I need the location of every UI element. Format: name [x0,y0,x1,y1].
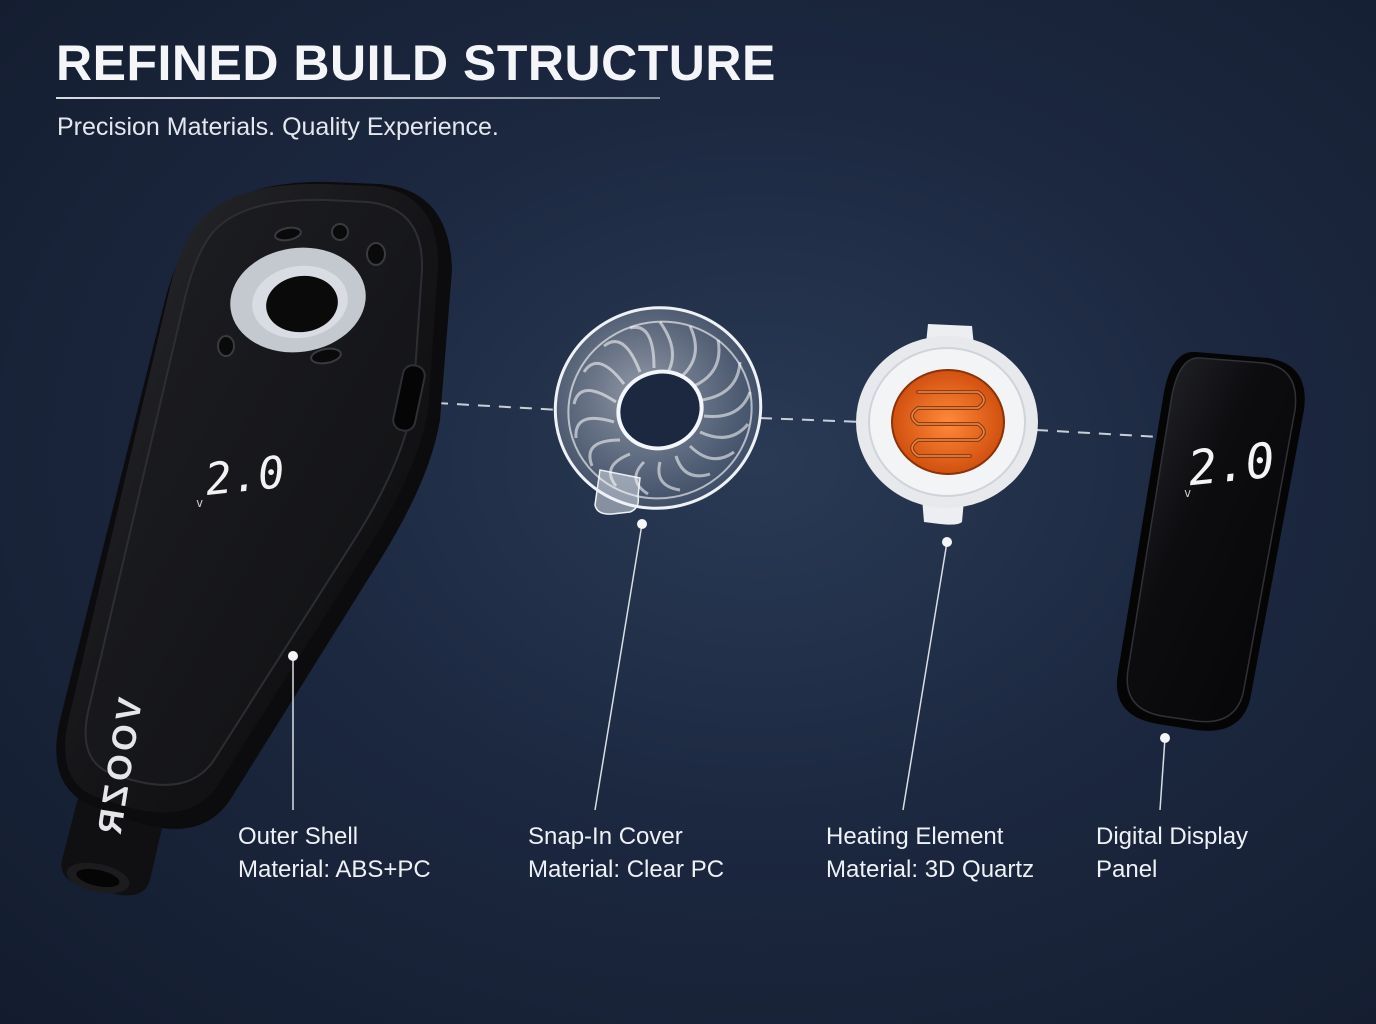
callout-digital-display-title: Digital Display [1096,823,1249,850]
outer-shell-device: 2.0 v VOOZR [56,181,452,896]
callout-outer-shell-material: Material: ABS+PC [238,856,431,883]
panel-display-unit: v [1184,486,1191,500]
page-title: REFINED BUILD STRUCTURE [56,35,776,91]
panel-display-value: 2.0 [1185,432,1277,497]
digital-display-panel: 2.0 v [1116,351,1305,731]
device-display-unit: v [196,496,203,510]
heating-element [856,324,1038,525]
callout-leaders [288,519,1170,811]
page-subtitle: Precision Materials. Quality Experience. [57,113,499,141]
callout-digital-display: Digital Display Panel [1096,820,1248,886]
device-display-value: 2.0 [203,447,287,506]
callout-heating-element: Heating Element Material: 3D Quartz [826,820,1034,886]
airflow-vents [217,223,386,365]
callout-outer-shell: Outer Shell Material: ABS+PC [238,820,431,886]
callout-digital-display-subtitle: Panel [1096,856,1158,883]
snap-in-cover [553,306,763,515]
silicone-ring [230,247,366,353]
callout-snap-in-cover: Snap-In Cover Material: Clear PC [528,820,724,886]
callout-snap-in-cover-material: Material: Clear PC [528,856,725,883]
callout-heating-element-title: Heating Element [826,823,1004,850]
callout-heating-element-material: Material: 3D Quartz [826,856,1035,883]
title-divider [56,97,660,99]
callout-outer-shell-title: Outer Shell [238,823,359,850]
alignment-dashed-line [435,402,1161,438]
usb-c-port [392,364,426,432]
callout-snap-in-cover-title: Snap-In Cover [528,823,683,850]
